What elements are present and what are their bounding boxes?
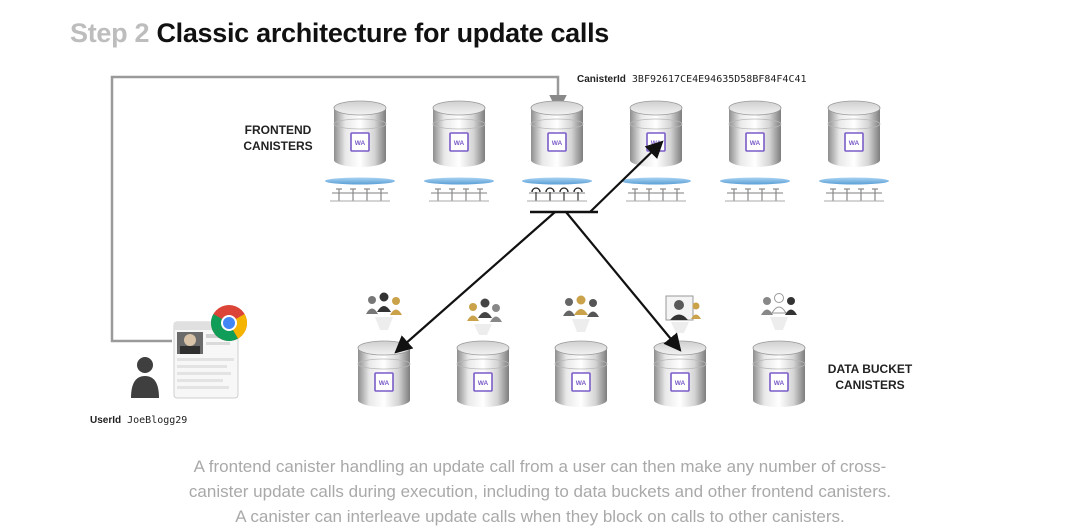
canister-top (554, 340, 608, 356)
user-group-icon (563, 295, 599, 332)
canister-badge-frame (745, 132, 765, 152)
chrome-icon (210, 305, 248, 342)
data-bucket-label-line-2: CANISTERS (835, 378, 905, 392)
frontend-canister: WA (424, 100, 494, 202)
frontend-label-line-1: FRONTEND (244, 123, 312, 137)
browser-window-icon (173, 321, 239, 399)
canister-badge-text: WA (750, 140, 761, 147)
frontend-canister: WA (819, 100, 889, 202)
canister-badge-frame (350, 132, 370, 152)
call-arrow-to-bucket-1 (394, 211, 556, 354)
canister-badge-text: WA (379, 380, 390, 387)
caption-line-1: A frontend canister handling an update c… (193, 457, 887, 476)
canister-badge-frame (374, 372, 394, 392)
data-bucket-canister: WA (752, 340, 806, 407)
canister-top (432, 100, 486, 116)
execution-loop-icon (531, 187, 541, 193)
canister-platform (621, 177, 691, 185)
call-arrows (394, 140, 682, 354)
call-arrow-to-frontend-4 (589, 140, 664, 213)
canister-badge-frame (844, 132, 864, 152)
canister-id-label: CanisterId (577, 74, 626, 85)
canister-badge-text: WA (552, 140, 563, 147)
canister-top (456, 340, 510, 356)
canister-band (357, 358, 411, 370)
canister-badge-frame (670, 372, 690, 392)
user-silhouette-icon (131, 357, 159, 398)
canister-badge-frame (449, 132, 469, 152)
user-groups (366, 292, 797, 335)
architecture-diagram: WA WA WA WA WA WA WA WA WA WA WA (110, 75, 889, 407)
frontend-canister: WA (621, 100, 691, 202)
canister-badge-frame (571, 372, 591, 392)
user-group-icon (467, 298, 502, 335)
data-bucket-canisters: WA WA WA WA WA (357, 340, 806, 407)
canister-band (432, 118, 486, 130)
frontend-canister: WA (522, 100, 592, 202)
page-title: Step 2 Classic architecture for update c… (70, 18, 609, 49)
call-arrow-to-bucket-4 (565, 211, 682, 352)
canister-band (554, 358, 608, 370)
data-bucket-canister: WA (357, 340, 411, 407)
canister-band (653, 358, 707, 370)
canister-badge-frame (769, 372, 789, 392)
canister-badge-text: WA (576, 380, 587, 387)
canister-top (333, 100, 387, 116)
execution-loop-icon (545, 187, 555, 193)
canister-badge-frame (473, 372, 493, 392)
user-id-label: UserId (90, 415, 122, 426)
data-bucket-canister: WA (653, 340, 707, 407)
canister-band (752, 358, 806, 370)
data-bucket-label-line-1: DATA BUCKET (827, 362, 913, 376)
frontend-canisters-label: FRONTEND CANISTERS (236, 122, 320, 154)
canister-top (629, 100, 683, 116)
canister-platform (424, 177, 494, 185)
canister-badge-text: WA (774, 380, 785, 387)
user-id-value: JoeBlogg29 (127, 415, 188, 426)
canister-badge-text: WA (454, 140, 465, 147)
canister-badge-text: WA (849, 140, 860, 147)
canister-top (530, 100, 584, 116)
execution-loop-icon (573, 187, 583, 193)
canister-badge-text: WA (478, 380, 489, 387)
canister-id-value: 3BF92617CE4E94635D58BF84F4C41 (631, 74, 807, 85)
canister-band (333, 118, 387, 130)
caption: A frontend canister handling an update c… (0, 454, 1080, 529)
canister-top (728, 100, 782, 116)
user-group-icon (665, 295, 701, 333)
canister-platform (522, 177, 592, 185)
canister-band (530, 118, 584, 130)
canister-band (456, 358, 510, 370)
canister-band (827, 118, 881, 130)
caption-line-2: canister update calls during execution, … (188, 482, 892, 501)
canister-platform (819, 177, 889, 185)
canister-band (629, 118, 683, 130)
execution-loop-icon (559, 187, 569, 193)
canister-band (728, 118, 782, 130)
canister-top (653, 340, 707, 356)
canister-platform (720, 177, 790, 185)
canister-top (827, 100, 881, 116)
data-bucket-canisters-label: DATA BUCKET CANISTERS (822, 361, 918, 393)
user-group-icon (366, 292, 402, 330)
canister-id: CanisterId 3BF92617CE4E94635D58BF84F4C41 (577, 74, 807, 85)
canister-badge-frame (547, 132, 567, 152)
caption-line-3: A canister can interleave update calls w… (235, 507, 845, 526)
canister-top (752, 340, 806, 356)
canister-badge-text: WA (355, 140, 366, 147)
data-bucket-canister: WA (456, 340, 510, 407)
frontend-label-line-2: CANISTERS (243, 139, 313, 153)
frontend-canisters: WA WA WA WA WA WA (325, 100, 889, 202)
user-group-icon (761, 293, 797, 330)
frontend-canister: WA (325, 100, 395, 202)
user-request-line (110, 75, 567, 343)
frontend-canister: WA (720, 100, 790, 202)
user-id: UserId JoeBlogg29 (90, 415, 187, 426)
canister-platform (325, 177, 395, 185)
canister-badge-text: WA (675, 380, 686, 387)
step-number: Step 2 (70, 18, 150, 48)
data-bucket-canister: WA (554, 340, 608, 407)
user-client (131, 305, 248, 399)
title-text: Classic architecture for update calls (156, 18, 610, 48)
